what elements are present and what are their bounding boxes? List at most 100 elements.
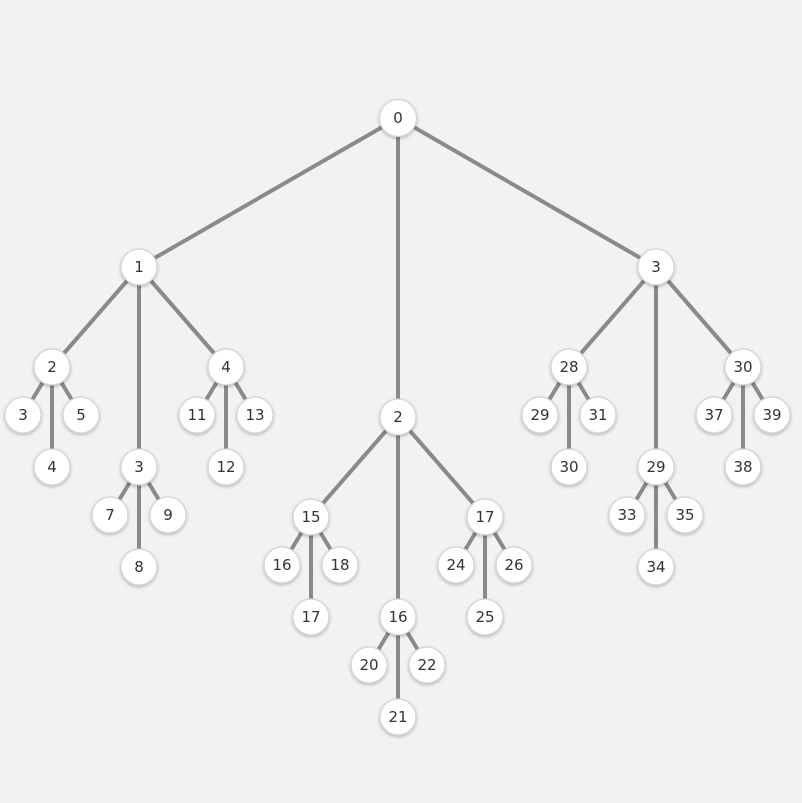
node-label: 17 — [475, 508, 494, 526]
node-label: 34 — [646, 558, 665, 576]
node-circle — [379, 598, 417, 636]
tree-edge — [567, 265, 658, 369]
tree-node: 26 — [495, 546, 533, 584]
node-circle — [437, 546, 475, 584]
tree-node: 3 — [637, 248, 675, 286]
node-label: 38 — [733, 458, 752, 476]
tree-node: 8 — [120, 548, 158, 586]
node-label: 16 — [388, 608, 407, 626]
node-label: 4 — [47, 458, 57, 476]
node-label: 4 — [221, 358, 231, 376]
tree-node: 29 — [637, 448, 675, 486]
node-label: 18 — [330, 556, 349, 574]
node-label: 35 — [675, 506, 694, 524]
node-label: 12 — [216, 458, 235, 476]
tree-node: 11 — [178, 396, 216, 434]
node-circle — [350, 646, 388, 684]
node-circle — [408, 646, 446, 684]
node-circle — [495, 546, 533, 584]
node-circle — [292, 498, 330, 536]
node-label: 3 — [134, 458, 144, 476]
node-label: 28 — [559, 358, 578, 376]
tree-node: 31 — [579, 396, 617, 434]
node-label: 31 — [588, 406, 607, 424]
node-label: 25 — [475, 608, 494, 626]
tree-edge — [654, 265, 745, 369]
tree-node: 38 — [724, 448, 762, 486]
node-circle — [33, 348, 71, 386]
tree-node: 35 — [666, 496, 704, 534]
node-circle — [608, 496, 646, 534]
node-label: 3 — [18, 406, 28, 424]
node-label: 20 — [359, 656, 378, 674]
node-label: 15 — [301, 508, 320, 526]
node-label: 17 — [301, 608, 320, 626]
node-label: 29 — [530, 406, 549, 424]
tree-node: 7 — [91, 496, 129, 534]
node-label: 24 — [446, 556, 465, 574]
node-label: 21 — [388, 708, 407, 726]
node-label: 13 — [245, 406, 264, 424]
node-circle — [637, 248, 675, 286]
tree-node: 28 — [550, 348, 588, 386]
node-circle — [91, 496, 129, 534]
tree-node: 20 — [350, 646, 388, 684]
tree-node: 4 — [207, 348, 245, 386]
node-circle — [263, 546, 301, 584]
node-circle — [637, 548, 675, 586]
tree-node: 2 — [33, 348, 71, 386]
tree-node: 4 — [33, 448, 71, 486]
tree-node: 16 — [263, 546, 301, 584]
tree-edge — [137, 265, 228, 369]
tree-node: 30 — [724, 348, 762, 386]
node-circle — [33, 448, 71, 486]
tree-node: 18 — [321, 546, 359, 584]
tree-node: 17 — [292, 598, 330, 636]
node-circle — [292, 598, 330, 636]
tree-node: 30 — [550, 448, 588, 486]
tree-node: 0 — [378, 98, 418, 138]
node-circle — [207, 348, 245, 386]
tree-node: 2 — [379, 398, 417, 436]
node-label: 22 — [417, 656, 436, 674]
node-label: 2 — [393, 408, 403, 426]
node-circle — [120, 248, 158, 286]
node-label: 2 — [47, 358, 57, 376]
tree-edge — [396, 116, 658, 269]
node-circle — [236, 396, 274, 434]
tree-node: 21 — [379, 698, 417, 736]
tree-node: 34 — [637, 548, 675, 586]
node-circle — [579, 396, 617, 434]
tree-node: 1 — [120, 248, 158, 286]
node-label: 1 — [134, 258, 144, 276]
node-circle — [379, 398, 417, 436]
node-circle — [724, 348, 762, 386]
node-label: 0 — [393, 109, 403, 127]
node-circle — [178, 396, 216, 434]
node-label: 30 — [559, 458, 578, 476]
tree-node: 3 — [4, 396, 42, 434]
node-label: 30 — [733, 358, 752, 376]
tree-node: 13 — [236, 396, 274, 434]
node-circle — [753, 396, 791, 434]
tree-node: 24 — [437, 546, 475, 584]
tree-node: 17 — [466, 498, 504, 536]
node-circle — [207, 448, 245, 486]
node-circle — [379, 698, 417, 736]
tree-node: 15 — [292, 498, 330, 536]
node-circle — [120, 548, 158, 586]
node-label: 11 — [187, 406, 206, 424]
tree-edge — [309, 415, 400, 519]
node-circle — [466, 498, 504, 536]
tree-node: 37 — [695, 396, 733, 434]
node-label: 39 — [762, 406, 781, 424]
tree-node: 29 — [521, 396, 559, 434]
node-circle — [378, 98, 418, 138]
node-label: 26 — [504, 556, 523, 574]
tree-node: 33 — [608, 496, 646, 534]
node-label: 16 — [272, 556, 291, 574]
node-label: 37 — [704, 406, 723, 424]
node-circle — [321, 546, 359, 584]
